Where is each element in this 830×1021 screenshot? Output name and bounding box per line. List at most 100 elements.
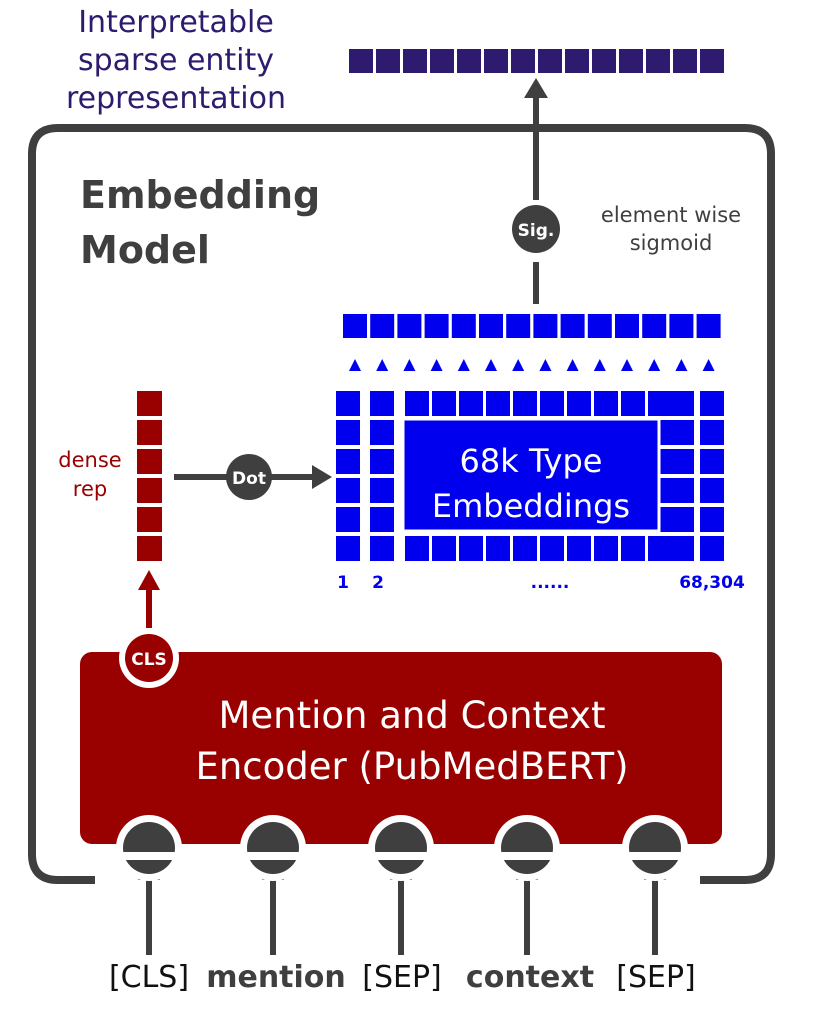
sparse-vector-cell — [673, 49, 697, 73]
input-port — [501, 822, 553, 874]
embedding-title-line2: Embeddings — [432, 487, 630, 525]
score-arrow — [376, 359, 389, 371]
embedding-cell — [594, 536, 618, 561]
embedding-cell — [486, 536, 510, 561]
input-token-label: mention — [206, 960, 346, 995]
input-token-label: context — [466, 960, 594, 995]
embedding-title-line1: 68k Type — [460, 442, 603, 480]
dense-cell — [137, 478, 162, 503]
score-cell — [343, 314, 367, 338]
embedding-cell — [513, 391, 537, 416]
dense-cell — [137, 449, 162, 474]
embedding-cell — [700, 420, 724, 445]
sigmoid-desc-line2: sigmoid — [630, 231, 713, 255]
sparse-vector-cell — [349, 49, 373, 73]
index-ellipsis: ...... — [531, 573, 570, 593]
embedding-cell — [370, 449, 394, 474]
embedding-cell — [370, 478, 394, 503]
sigmoid-desc-line1: element wise — [601, 203, 741, 227]
score-cell — [669, 314, 694, 338]
cls-to-dense-arrowhead — [138, 570, 160, 590]
embedding-cell — [432, 536, 456, 561]
sparse-vector-cell — [565, 49, 589, 73]
model-frame — [28, 124, 775, 884]
embedding-cell — [405, 536, 429, 561]
embedding-cell — [336, 536, 360, 561]
encoder-title-line2: Encoder (PubMedBERT) — [195, 745, 628, 788]
sparse-vector-cell — [484, 49, 508, 73]
score-cell — [587, 314, 612, 338]
embedding-cell — [621, 391, 645, 416]
embedding-cell — [700, 391, 724, 416]
sparse-vector-cell — [619, 49, 643, 73]
embedding-cell — [459, 536, 483, 561]
score-arrow — [621, 359, 633, 371]
dense-cell — [137, 536, 162, 561]
top-label-line1: Interpretable — [78, 5, 274, 40]
score-arrow — [648, 359, 661, 371]
score-arrow — [349, 359, 361, 371]
score-cell — [397, 314, 422, 338]
top-label-line3: representation — [66, 81, 286, 116]
sparse-vector-cell — [592, 49, 616, 73]
dot-arrowhead — [312, 465, 332, 489]
score-arrows — [349, 359, 715, 371]
encoder-title-line1: Mention and Context — [218, 694, 605, 737]
sparse-vector-cell — [376, 49, 400, 73]
embedding-cell — [459, 391, 483, 416]
output-arrowhead — [524, 78, 548, 98]
score-arrow — [702, 359, 715, 371]
embedding-cell — [670, 507, 694, 532]
score-cell — [696, 314, 721, 338]
input-port — [123, 822, 175, 874]
input-token-label: [SEP] — [616, 960, 696, 995]
embedding-cell — [567, 536, 591, 561]
score-cell — [642, 314, 667, 338]
sparse-vector-cell — [430, 49, 454, 73]
input-port-mask — [621, 852, 689, 860]
index-second: 2 — [372, 573, 384, 593]
dense-rep-vector — [137, 391, 162, 561]
embedding-cell — [700, 507, 724, 532]
input-token-label: [CLS] — [109, 960, 189, 995]
embedding-cell — [648, 536, 672, 561]
score-cell — [560, 314, 585, 338]
index-first: 1 — [337, 573, 349, 593]
sparse-vector-cell — [403, 49, 427, 73]
model-title-line2: Model — [80, 228, 210, 272]
dense-cell — [137, 420, 162, 445]
score-arrow — [675, 359, 688, 371]
dense-label-line2: rep — [73, 477, 107, 501]
input-port-mask — [367, 852, 435, 860]
embedding-cell — [336, 449, 360, 474]
embedding-cell — [486, 391, 510, 416]
score-cell — [479, 314, 503, 338]
embedding-cell — [648, 391, 672, 416]
top-label-line2: sparse entity — [78, 43, 274, 78]
embedding-cell — [670, 420, 694, 445]
score-arrow — [485, 359, 497, 371]
score-cell — [451, 314, 476, 338]
score-cell — [533, 314, 558, 338]
cls-badge — [125, 634, 173, 682]
embedding-cell — [336, 391, 360, 416]
dot-node — [226, 454, 272, 500]
input-port-mask — [115, 852, 183, 860]
input-token-label: [SEP] — [362, 960, 442, 995]
score-arrow — [539, 359, 552, 371]
embedding-cell — [370, 391, 394, 416]
sigmoid-node-label: Sig. — [518, 221, 555, 241]
embedding-cell — [370, 420, 394, 445]
score-arrow — [403, 359, 416, 371]
score-arrow — [593, 359, 606, 371]
sparse-output-vector — [349, 49, 724, 73]
embedding-cell — [700, 449, 724, 474]
dense-label-line1: dense — [58, 448, 121, 472]
embedding-label-box — [401, 417, 661, 533]
score-arrow — [430, 359, 443, 371]
type-score-vector — [343, 314, 721, 338]
dense-cell — [137, 507, 162, 532]
embedding-cell — [700, 478, 724, 503]
input-tokens: [CLS] mention [SEP] context [SEP] — [109, 815, 696, 995]
encoder-box — [80, 652, 722, 844]
